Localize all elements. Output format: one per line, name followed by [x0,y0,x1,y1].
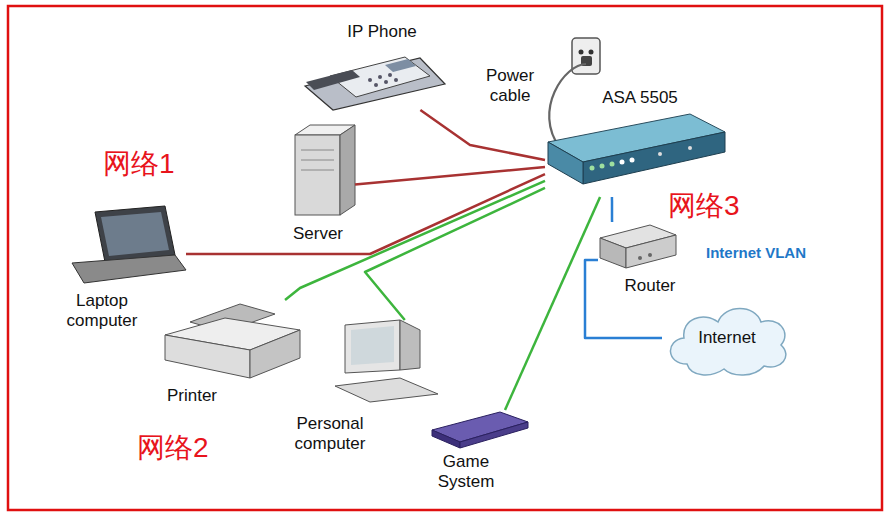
router-icon [600,225,676,268]
laptop-lid [95,206,175,262]
power-outlet-icon [572,38,600,74]
device-label: Router [624,276,675,296]
router-port [648,253,652,257]
printer-node: Printer [158,300,303,378]
printer-front [165,335,250,378]
ip-phone-node: IP Phone [300,48,445,110]
asa-side [548,142,583,184]
console-front [432,430,460,448]
asa-led [658,152,662,156]
network-label: 网络3 [668,190,740,222]
cloud-outline [670,309,785,376]
asa-port [600,164,605,169]
phone-key [374,83,378,87]
firewall-node: ASA 5505 [545,112,725,197]
device-label: IP Phone [347,22,417,42]
server-bay [301,160,334,161]
router-node: Router [598,222,676,270]
phone-key [394,78,398,82]
node-text: Internet [698,328,756,348]
server-bay [301,150,334,151]
monitor-side [400,320,420,370]
printer-side [250,330,300,378]
asa-port [620,160,625,165]
monitor-screen [351,326,394,365]
device-label: ASA 5505 [602,88,678,108]
phone-key [388,73,392,77]
phone-key [384,80,388,84]
laptop-screen [101,212,169,256]
keyboard [335,378,438,402]
game-system-node: Game System [430,410,530,448]
network-cable [365,188,545,320]
device-label: Personal computer [295,414,366,454]
router-side [626,235,676,268]
phone-screen [385,59,416,72]
laptop-node: Laptop computer [68,205,186,285]
asa-firewall-icon [548,114,725,184]
server-bay [301,170,334,171]
asa-port [630,158,635,163]
outlet-slot [579,50,584,55]
ip-phone-icon [305,57,445,110]
phone-base [305,58,445,110]
monitor-front [345,320,400,373]
pc-icon [335,320,438,402]
network-label: 网络1 [103,148,175,180]
server-front [295,135,340,215]
console-side [460,422,528,448]
server-icon [295,125,355,215]
game-system-icon [432,412,528,448]
cloud-text-area: Internet [662,298,792,378]
asa-port [610,162,615,167]
phone-key [378,75,382,79]
server-side [340,125,355,215]
router-front [600,238,626,268]
laptop-base [72,255,186,283]
asa-led [688,146,692,150]
device-label: Server [293,224,343,244]
network-cable [355,167,545,185]
device-label: Printer [167,386,217,406]
pc-node: Personal computer [330,320,440,402]
network-cable [285,181,545,300]
device-label: Game System [438,452,495,492]
router-port [638,256,642,260]
network-cable [611,197,614,222]
phone-handset [306,70,360,90]
outlet-slot [589,50,594,55]
network-cable [420,110,545,160]
phone-key [368,78,372,82]
server-node: Server [285,120,355,215]
laptop-icon [72,206,186,283]
cable-label: Power cable [486,66,534,105]
asa-port [590,166,595,171]
outlet-plate [572,38,600,74]
internet-cloud: Internet [662,298,792,378]
frame-border [8,6,882,510]
asa-front [583,132,725,184]
device-label: Laptop computer [67,291,138,331]
vlan-label: Internet VLAN [706,244,806,261]
network-cable [585,260,662,338]
printer-icon [165,304,300,378]
network-label: 网络2 [137,432,209,464]
